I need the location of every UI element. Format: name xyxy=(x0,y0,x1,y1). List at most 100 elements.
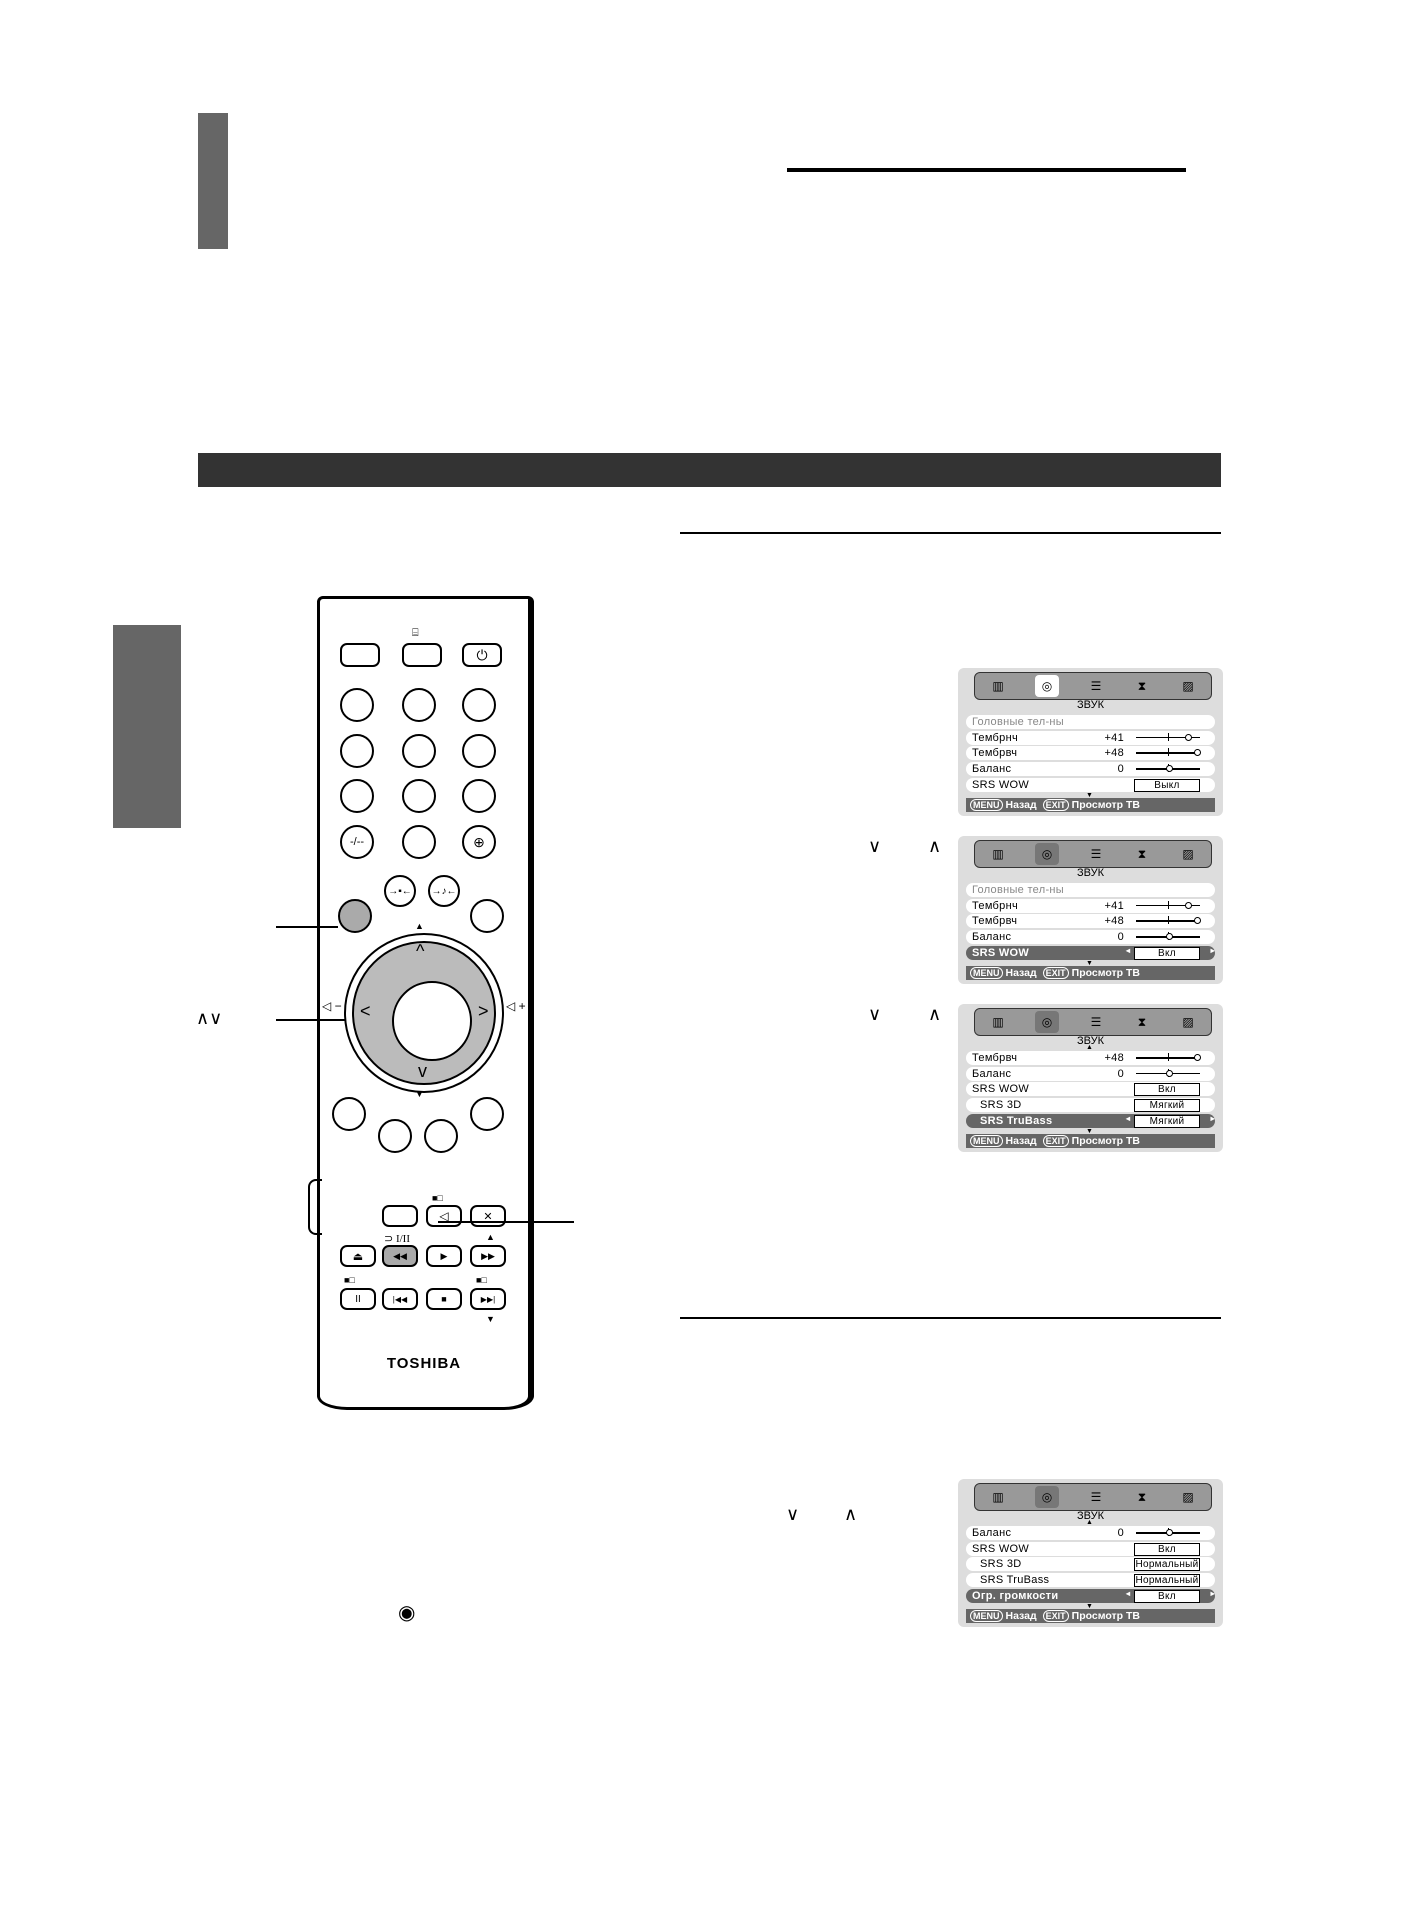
menu-row[interactable]: Тембрвч+48 xyxy=(966,914,1215,929)
menu-row[interactable]: Тембрнч+41 xyxy=(966,898,1215,913)
menu-row[interactable]: SRS WOW◂Вкл▸ xyxy=(966,945,1215,960)
input-select-button[interactable]: ⊕ xyxy=(462,825,496,859)
power-button[interactable]: ⏻ xyxy=(462,643,502,667)
menu-row[interactable]: Тембрвч+48 xyxy=(966,1051,1215,1065)
ok-button[interactable] xyxy=(392,981,472,1061)
text-index-button[interactable] xyxy=(424,1119,458,1153)
text-button[interactable] xyxy=(402,643,442,667)
sound-icon[interactable]: ◎ xyxy=(1035,843,1059,865)
arrow-right-button[interactable]: > xyxy=(478,1001,489,1021)
exit-button[interactable] xyxy=(470,899,504,933)
text-reveal-button[interactable] xyxy=(378,1119,412,1153)
menu-row[interactable]: SRS TruBass◂Мягкий▸ xyxy=(966,1113,1215,1128)
menu-row[interactable]: Тембрвч+48 xyxy=(966,746,1215,761)
pause-button[interactable]: II xyxy=(340,1288,376,1310)
timer-icon[interactable]: ⧗ xyxy=(1137,1489,1147,1504)
setup-icon[interactable]: ▨ xyxy=(1182,679,1194,693)
arrow-left-button[interactable]: < xyxy=(360,1001,371,1021)
sound-preset-button[interactable]: →♪← xyxy=(428,875,460,907)
picture-preset-button[interactable]: →▪← xyxy=(384,875,416,907)
menu-row[interactable]: Тембрнч+41 xyxy=(966,730,1215,745)
play-button[interactable]: ▶ xyxy=(426,1245,462,1267)
value-slider[interactable] xyxy=(1136,764,1200,773)
value-slider[interactable] xyxy=(1136,916,1201,925)
skip-back-button[interactable]: |◀◀ xyxy=(382,1288,418,1310)
value-slider[interactable] xyxy=(1136,1053,1201,1061)
menu-row[interactable]: Головные тел-ны xyxy=(966,715,1215,729)
text-clock-button[interactable] xyxy=(470,1097,504,1131)
channel-up-marker: ▲ xyxy=(415,921,424,931)
number-button-3[interactable] xyxy=(462,688,496,722)
setup-icon[interactable]: ▨ xyxy=(1182,847,1194,861)
number-button-5[interactable] xyxy=(402,734,436,768)
setup-icon[interactable]: ▨ xyxy=(1182,1490,1194,1504)
number-button-2[interactable] xyxy=(402,688,436,722)
eject-button[interactable]: ⏏ xyxy=(340,1245,376,1267)
number-button-9[interactable] xyxy=(462,779,496,813)
blank-function-button[interactable] xyxy=(382,1205,418,1227)
option-box[interactable]: Вкл xyxy=(1134,1083,1200,1097)
value-slider[interactable] xyxy=(1136,732,1200,741)
option-box[interactable]: Вкл xyxy=(1134,946,1200,960)
menu-row[interactable]: Головные тел-ны xyxy=(966,883,1215,897)
picture-icon[interactable]: ▥ xyxy=(992,679,1004,693)
value-slider[interactable] xyxy=(1136,1068,1200,1077)
stop-button[interactable]: ■ xyxy=(426,1288,462,1310)
value-slider[interactable] xyxy=(1136,1528,1200,1536)
option-box[interactable]: Вкл xyxy=(1134,1542,1200,1556)
remote-blank-button[interactable] xyxy=(340,643,380,667)
mode-switch[interactable] xyxy=(308,1179,322,1235)
picture-icon[interactable]: ▥ xyxy=(992,1015,1004,1029)
features-icon[interactable]: ☰ xyxy=(1090,679,1102,693)
number-button-4[interactable] xyxy=(340,734,374,768)
skip-forward-button[interactable]: ▶▶| xyxy=(470,1288,506,1310)
text-hold-button[interactable] xyxy=(332,1097,366,1131)
arrow-right-icon: ▸ xyxy=(1210,1113,1215,1123)
option-box[interactable]: Нормальный xyxy=(1134,1574,1200,1588)
option-box[interactable]: Мягкий xyxy=(1134,1114,1200,1128)
timer-icon[interactable]: ⧗ xyxy=(1137,846,1147,861)
picture-icon[interactable]: ▥ xyxy=(992,847,1004,861)
number-button-0[interactable] xyxy=(402,825,436,859)
setup-icon[interactable]: ▨ xyxy=(1182,1015,1194,1029)
sound-icon[interactable]: ◎ xyxy=(1035,1486,1059,1508)
value-slider[interactable] xyxy=(1136,932,1200,941)
speaker-button[interactable]: ◁ xyxy=(426,1205,462,1227)
mute-button[interactable]: ✕ xyxy=(470,1205,506,1227)
features-icon[interactable]: ☰ xyxy=(1090,1490,1102,1504)
option-box[interactable]: Выкл xyxy=(1134,778,1200,792)
features-icon[interactable]: ☰ xyxy=(1090,1015,1102,1029)
option-box[interactable]: Нормальный xyxy=(1134,1558,1200,1572)
number-button-7[interactable] xyxy=(340,779,374,813)
sound-icon[interactable]: ◎ xyxy=(1035,1011,1059,1033)
rewind-button[interactable]: ◀◀ xyxy=(382,1245,418,1267)
menu-button[interactable] xyxy=(338,899,372,933)
arrow-down-button[interactable]: v xyxy=(418,1061,427,1081)
timer-icon[interactable]: ⧗ xyxy=(1137,1014,1147,1029)
number-button-8[interactable] xyxy=(402,779,436,813)
value-slider[interactable] xyxy=(1136,900,1200,909)
fast-forward-button[interactable]: ▶▶ xyxy=(470,1245,506,1267)
number-button-6[interactable] xyxy=(462,734,496,768)
digit-mode-button[interactable]: -/-- xyxy=(340,825,374,859)
arrow-up-button[interactable]: ^ xyxy=(416,941,425,961)
picture-icon[interactable]: ▥ xyxy=(992,1490,1004,1504)
timer-icon[interactable]: ⧗ xyxy=(1137,678,1147,693)
value-slider[interactable] xyxy=(1136,748,1201,757)
features-icon[interactable]: ☰ xyxy=(1090,847,1102,861)
menu-row[interactable]: Огр. громкости◂Вкл▸ xyxy=(966,1588,1215,1603)
option-box[interactable]: Вкл xyxy=(1134,1589,1200,1603)
number-button-1[interactable] xyxy=(340,688,374,722)
sound-icon[interactable]: ◎ xyxy=(1035,675,1059,697)
option-box[interactable]: Мягкий xyxy=(1134,1099,1200,1113)
